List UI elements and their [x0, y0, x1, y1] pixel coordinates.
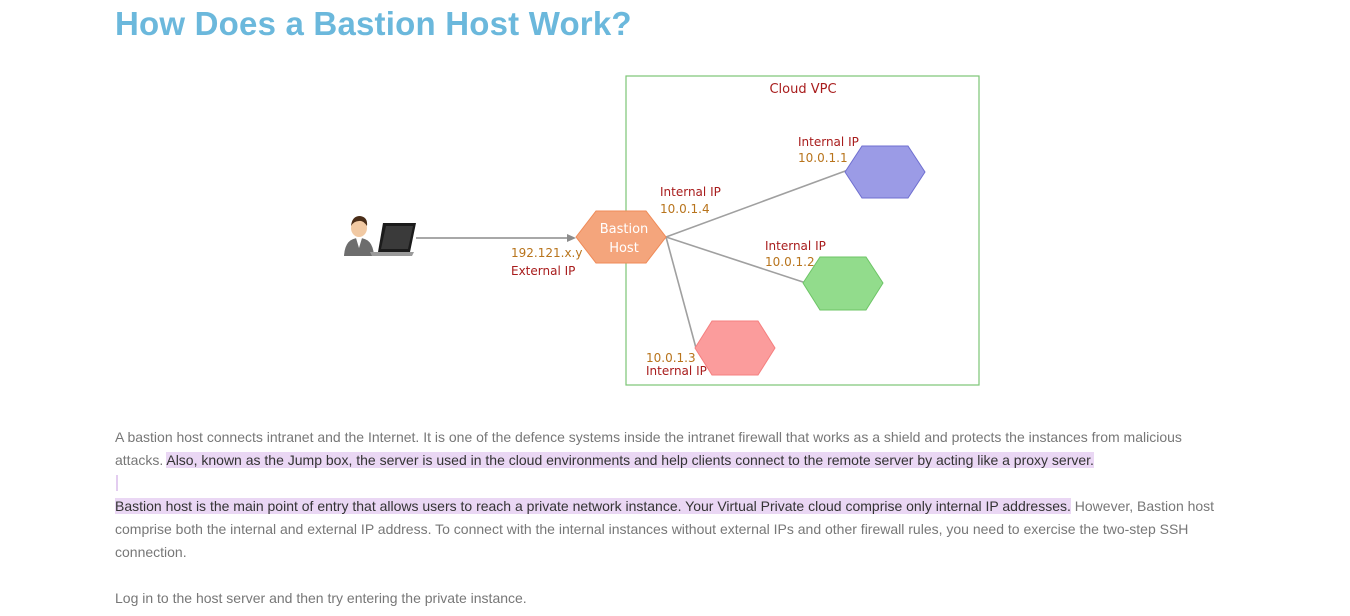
vpc-label: Cloud VPC — [769, 82, 836, 97]
vpc-boundary — [625, 75, 980, 386]
paragraph-intro-text: A bastion host connects intranet and the… — [115, 429, 1182, 468]
bastion-label-line1: Bastion — [600, 222, 649, 237]
connector-bastion-node1 — [665, 169, 849, 238]
bastion-internal-ip-value: 10.0.1.4 — [660, 202, 710, 216]
external-ip-value: 192.121.x.y — [511, 246, 582, 260]
page-title: How Does a Bastion Host Work? — [115, 5, 632, 42]
paragraph-intro: A bastion host connects intranet and the… — [115, 426, 1215, 472]
paragraph-entry-point: Bastion host is the main point of entry … — [115, 495, 1215, 564]
instance-node-3 — [694, 320, 776, 376]
node1-ip-label: Internal IP — [798, 135, 859, 149]
laptop-icon — [370, 223, 416, 256]
connector-bastion-node3 — [665, 236, 697, 349]
node3-ip-value: 10.0.1.3 — [646, 351, 696, 365]
instance-node-2 — [802, 256, 884, 311]
highlighted-text-jump-box: Also, known as the Jump box, the server … — [166, 452, 1094, 468]
node2-ip-label: Internal IP — [765, 239, 826, 253]
bastion-label-line2: Host — [609, 241, 639, 256]
connection-arrow — [416, 234, 576, 242]
external-ip-label: External IP — [511, 264, 575, 278]
node3-ip-label: Internal IP — [646, 364, 707, 378]
bastion-internal-ip-label: Internal IP — [660, 185, 721, 199]
node1-ip-value: 10.0.1.1 — [798, 151, 848, 165]
bastion-host-node: Bastion Host — [575, 210, 667, 264]
paragraph-entry-point-text: However, Bastion host comprise both the … — [115, 498, 1215, 560]
instance-node-1 — [844, 145, 926, 199]
user-icon — [344, 216, 374, 256]
connector-bastion-node2 — [665, 236, 807, 284]
highlighted-text-entry-point: Bastion host is the main point of entry … — [115, 498, 1071, 514]
text-cursor — [116, 475, 118, 491]
paragraph-login: Log in to the host server and then try e… — [115, 590, 527, 606]
bastion-diagram: Cloud VPC Bastion Host 192.121.x.y Exter… — [344, 75, 980, 386]
connectors — [665, 169, 849, 349]
node2-ip-value: 10.0.1.2 — [765, 255, 815, 269]
